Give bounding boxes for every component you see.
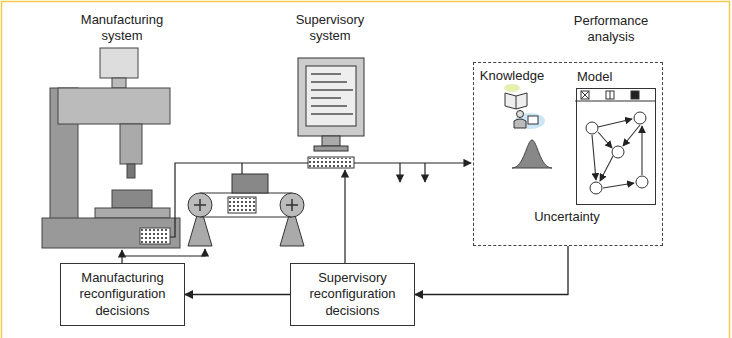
process-box: Manufacturing reconfiguration decisions [60, 263, 185, 326]
conveyor-part [232, 174, 268, 193]
conveyor [188, 174, 304, 246]
conveyor-part [194, 199, 298, 211]
conveyor-part [200, 217, 292, 218]
uncertainty-curve [512, 140, 552, 168]
model-graph-part [634, 112, 646, 124]
knowledge-icon-part [504, 84, 520, 92]
model-graph-part [631, 91, 639, 99]
knowledge-icon-part [516, 96, 517, 109]
computer-part [322, 136, 340, 146]
machine-tool-part [100, 48, 138, 78]
model-graph-part [610, 91, 611, 99]
model-graph-part [592, 135, 596, 180]
machine-tool-part [112, 78, 126, 88]
computer [298, 58, 364, 168]
signal-wire [122, 163, 471, 263]
computer-part [311, 73, 341, 75]
computer-part [309, 158, 353, 167]
model-graph-part [641, 126, 642, 175]
computer-part [306, 66, 356, 126]
machine-tool-part [127, 164, 135, 178]
model-graph-part [581, 91, 589, 99]
signal-wire-part [122, 249, 205, 256]
signal-wire-part [241, 163, 242, 174]
node-text: Uncertainty [474, 209, 660, 225]
model-graph-part [603, 183, 634, 188]
computer-part [308, 157, 354, 168]
uncertainty-curve-part [512, 140, 552, 168]
model-graph-part [586, 122, 598, 134]
computer-part [314, 146, 348, 151]
node-text: Manufacturing reconfiguration decisions [69, 270, 176, 319]
computer-part [311, 89, 353, 91]
flow-arrow [185, 294, 290, 295]
computer-part [298, 58, 364, 136]
machine-tool-part [140, 228, 170, 244]
model-graph-part [592, 119, 642, 188]
conveyor-part [228, 197, 256, 213]
model-graph-part [600, 156, 613, 181]
machine-tool-part [95, 208, 170, 218]
model-graph-part [598, 132, 612, 148]
model-graph-part [606, 91, 614, 99]
computer-part [311, 97, 341, 99]
signal-wire-part [399, 163, 400, 182]
model-graph-part [575, 101, 655, 102]
model-graph [575, 91, 655, 194]
node-text: Supervisory reconfiguration decisions [299, 270, 406, 319]
heading: Performance analysis [561, 13, 661, 46]
model-graph-part [581, 91, 589, 99]
knowledge-icon-part [517, 111, 524, 118]
system-label: Supervisory system [280, 12, 380, 45]
analysis-region: Performance analysisUncertaintyModel [473, 62, 663, 246]
signal-wire-part [170, 163, 308, 237]
machine-tool-part [42, 218, 180, 248]
signal-wire-part [354, 162, 471, 163]
model-graph-part [623, 125, 640, 146]
knowledge-icon-part [505, 93, 527, 109]
knowledge-icon [504, 84, 545, 129]
system-label: Manufacturing system [72, 12, 172, 45]
computer-part [311, 105, 347, 107]
model-box: Model [576, 88, 656, 205]
conveyor-part [229, 198, 255, 212]
model-graph-part [590, 182, 602, 194]
machine-tool-part [58, 88, 170, 124]
machine-tool-part [120, 124, 142, 164]
signal-wire-part [424, 163, 425, 182]
model-graph-part [612, 146, 624, 158]
knowledge-icon-part [514, 119, 526, 128]
section-label: Knowledge [476, 68, 548, 84]
model-graph-part [598, 119, 632, 127]
knowledge-icon-part [528, 116, 538, 124]
flow-arrow [415, 246, 568, 295]
machine-tool-part [141, 229, 169, 243]
machine-tool-part [112, 190, 152, 208]
computer-part [311, 74, 353, 114]
signal-wire-part [344, 170, 345, 263]
model-graph-part [636, 176, 648, 188]
computer-part [311, 113, 353, 115]
computer-part [311, 81, 347, 83]
machine-tool [42, 48, 180, 248]
heading: Model [577, 69, 637, 85]
process-box: Supervisory reconfiguration decisions [290, 263, 415, 326]
